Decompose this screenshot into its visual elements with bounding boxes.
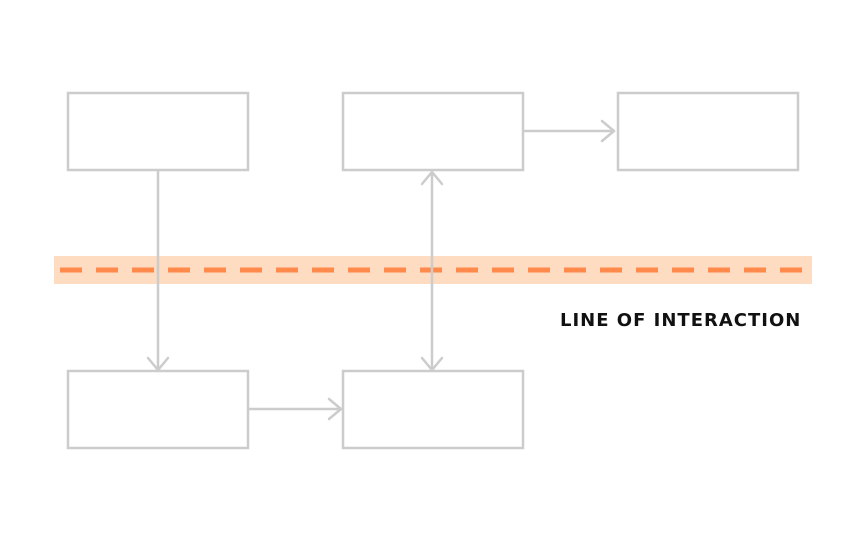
arrowhead-up-icon [420, 170, 444, 186]
node-bottom-left [66, 369, 250, 450]
node-top-left [66, 91, 250, 172]
arrowhead-icon [600, 119, 616, 143]
node-bottom-middle [341, 369, 525, 450]
edge-bottom-left-to-bottom-middle [247, 397, 343, 421]
arrowhead-icon [327, 397, 343, 421]
nodes [66, 91, 800, 450]
edge-top-middle-to-top-right [522, 119, 616, 143]
node-top-middle [341, 91, 525, 172]
line-of-interaction-label: LINE OF INTERACTION [560, 310, 802, 331]
node-top-right [616, 91, 800, 172]
